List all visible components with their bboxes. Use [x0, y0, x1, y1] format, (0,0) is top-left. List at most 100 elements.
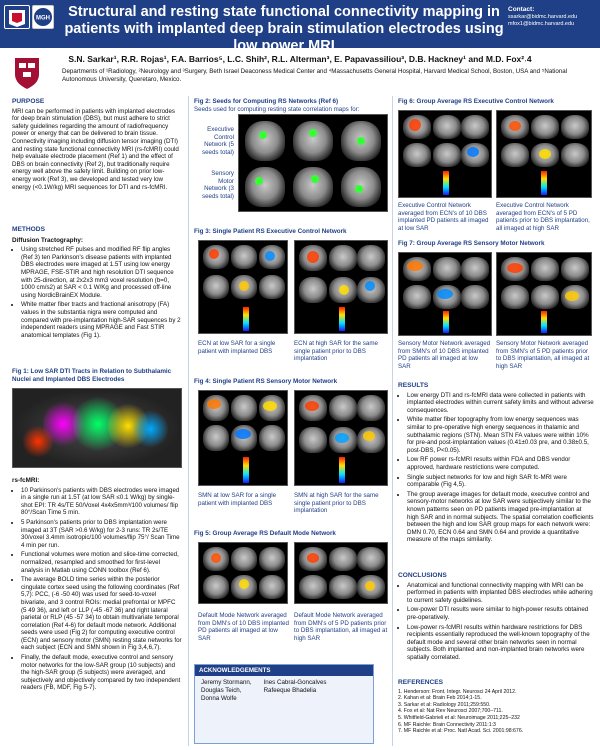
conclusions-heading: CONCLUSIONS	[398, 572, 447, 579]
fig5-title: Fig 5: Group Average RS Default Mode Net…	[194, 530, 336, 537]
rs-item: Functional volumes were motion and slice…	[21, 551, 182, 574]
results-section: RESULTS Low energy DTI and rs-fcMRI data…	[398, 382, 594, 546]
column-divider-1	[188, 96, 189, 746]
poster-title: Structural and resting state functional …	[64, 4, 504, 54]
fig7-high-sar-image	[496, 252, 592, 336]
fig4-right-caption: SMN at high SAR for the same single pati…	[294, 492, 379, 514]
fig5-high-sar-image	[294, 542, 388, 604]
fig7-low-sar-image	[398, 252, 492, 336]
rs-item: 10 Parkinson's patients with DBS electro…	[21, 487, 182, 517]
fig2-seed-image	[238, 114, 388, 212]
reference-item: 7. MF Raichle et al: Proc. Natl Acad. Sc…	[398, 728, 524, 735]
fig3-high-sar-image	[294, 240, 388, 334]
reference-item: 5. Whitfield-Gabrieli et al: Neuroimage …	[398, 714, 520, 721]
fig4-low-sar-image	[198, 390, 288, 486]
acknowledgements-heading: ACKNOWLEDGEMENTS	[195, 665, 373, 676]
results-list: Low energy DTI and rs-fcMRI data were co…	[398, 392, 594, 544]
conclusion-item: Low-power rs-fcMRI results within hardwa…	[407, 624, 594, 662]
fig5-right-caption: Default Mode Network averaged from DMN's…	[294, 612, 388, 642]
acknowledgements-box: ACKNOWLEDGEMENTS Jeremy Stormann, Dougla…	[194, 664, 374, 744]
references-heading: REFERENCES	[398, 679, 444, 686]
fig6-low-sar-image	[398, 110, 492, 198]
rs-heading: rs-fcMRI:	[12, 477, 40, 484]
fig7-left-caption: Sensory Motor Network averaged from SMN'…	[398, 340, 491, 370]
result-item: Low RF power rs-fcMRI results within FDA…	[407, 456, 594, 471]
result-item: Low energy DTI and rs-fcMRI data were co…	[407, 392, 594, 415]
conclusions-list: Anatomical and functional connectivity m…	[398, 582, 594, 662]
logos: MGH	[4, 3, 56, 93]
header-banner: Structural and resting state functional …	[0, 0, 600, 54]
fig2-section: Fig 2: Seeds for Computing RS Networks (…	[194, 98, 394, 113]
dti-item: Using stretched RF pulses and modified R…	[21, 246, 182, 299]
ack-name: Donna Wolfe	[201, 695, 237, 702]
ack-col-2: Ines Cabral-Goncalves Rafeeque Bhadelia	[264, 679, 327, 703]
fig4-high-sar-image	[294, 390, 388, 486]
results-heading: RESULTS	[398, 382, 429, 389]
purpose-heading: PURPOSE	[12, 98, 45, 105]
dti-list: Using stretched RF pulses and modified R…	[12, 246, 182, 339]
fig3-left-caption: ECN at low SAR for a single patient with…	[198, 340, 276, 355]
dti-heading: Diffusion Tractography:	[12, 236, 84, 244]
mgh-logo-text: MGH	[36, 16, 50, 22]
fig2-label-ecn: Executive Control Network (5 seeds total…	[202, 126, 234, 156]
fig4-title: Fig 4: Single Patient RS Sensory Motor N…	[194, 378, 338, 385]
purpose-text: MRI can be performed in patients with im…	[12, 107, 179, 191]
fig1-caption: Fig 1: Low SAR DTI Tracts in Relation to…	[12, 368, 182, 383]
fig3-title: Fig 3: Single Patient RS Executive Contr…	[194, 228, 347, 235]
rs-item: Finally, the default mode, executive con…	[21, 654, 182, 692]
ack-name: Rafeeque Bhadelia	[263, 687, 317, 694]
column-divider-2	[392, 96, 393, 746]
fig3-right-caption: ECN at high SAR for the same single pati…	[294, 340, 378, 362]
ack-name: Ines Cabral-Goncalves	[263, 679, 327, 686]
fig7-title: Fig 7: Group Average RS Sensory Motor Ne…	[398, 240, 545, 247]
rsfcmri-section: rs-fcMRI: 10 Parkinson's patients with D…	[12, 474, 182, 694]
fig2-subtitle: Seeds used for computing resting state c…	[194, 105, 360, 113]
ack-col-1: Jeremy Stormann, Douglas Teich, Donna Wo…	[201, 679, 252, 703]
methods-heading: METHODS	[12, 226, 45, 233]
conclusion-item: Anatomical and functional connectivity m…	[407, 582, 594, 605]
reference-item: 3. Sarkar et al: Radiology 2011;259:550.	[398, 701, 491, 708]
ack-name: Douglas Teich,	[201, 687, 242, 694]
fig3-low-sar-image	[198, 240, 288, 334]
fig6-right-caption: Executive Control Network averaged from …	[496, 202, 590, 232]
acknowledgements-names: Jeremy Stormann, Douglas Teich, Donna Wo…	[195, 676, 373, 706]
fig4-section: Fig 4: Single Patient RS Sensory Motor N…	[194, 378, 394, 386]
purpose-section: PURPOSE MRI can be performed in patients…	[12, 98, 182, 191]
contact-heading: Contact:	[508, 6, 535, 13]
fig3-section: Fig 3: Single Patient RS Executive Contr…	[194, 228, 394, 236]
fig5-low-sar-image	[198, 542, 288, 604]
affiliations: Departments of ¹Radiology, ²Neurology an…	[62, 68, 568, 83]
fig6-section: Fig 6: Group Average RS Executive Contro…	[398, 98, 594, 106]
fig2-label-smn: Sensory Motor Network (3 seeds total)	[202, 170, 234, 200]
references-section: REFERENCES 1. Henderson: Front. Integr. …	[398, 679, 594, 735]
result-item: White matter fiber topography from low e…	[407, 416, 594, 454]
conclusions-section: CONCLUSIONS Anatomical and functional co…	[398, 572, 594, 664]
fig1-tract-image	[12, 388, 182, 468]
contact-email-2[interactable]: mfox1@bidmc.harvard.edu	[508, 21, 575, 27]
fig5-section: Fig 5: Group Average RS Default Mode Net…	[194, 530, 394, 538]
contact-box: Contact: ssarkar@bidmc.harvard.edu mfox1…	[508, 6, 598, 29]
conclusion-item: Low-power DTI results were similar to hi…	[407, 606, 594, 621]
rs-item: 5 Parkinson's patients prior to DBS impl…	[21, 519, 182, 549]
fig6-title: Fig 6: Group Average RS Executive Contro…	[398, 98, 554, 105]
fig6-high-sar-image	[496, 110, 592, 198]
dti-item: White matter fiber tracts and fractional…	[21, 301, 182, 339]
rs-item: The average BOLD time series within the …	[21, 576, 182, 652]
bidmc-logo	[4, 5, 30, 29]
contact-email-1[interactable]: ssarkar@bidmc.harvard.edu	[508, 13, 578, 20]
fig7-section: Fig 7: Group Average RS Sensory Motor Ne…	[398, 240, 594, 248]
mgh-logo: MGH	[32, 5, 54, 29]
fig1-title: Fig 1: Low SAR DTI Tracts in Relation to…	[12, 368, 172, 383]
harvard-logo	[12, 55, 42, 91]
reference-item: 6. MF Raichle: Brain Connectivity 2011:1…	[398, 721, 496, 728]
rs-list: 10 Parkinson's patients with DBS electro…	[12, 487, 182, 692]
result-item: The group average images for default mod…	[407, 491, 594, 544]
author-list: S.N. Sarkar¹, R.R. Rojas¹, F.A. Barrios⁵…	[68, 54, 532, 64]
reference-item: 1. Henderson: Front. Integr. Neurosci 24…	[398, 688, 517, 695]
fig5-left-caption: Default Mode Network averaged from DMN's…	[198, 612, 289, 642]
fig6-left-caption: Executive Control Network averaged from …	[398, 202, 489, 232]
fig4-left-caption: SMN at low SAR for a single patient with…	[198, 492, 277, 507]
result-item: Single subject networks for low and high…	[407, 474, 594, 489]
fig7-right-caption: Sensory Motor Network averaged from SMN'…	[496, 340, 590, 370]
